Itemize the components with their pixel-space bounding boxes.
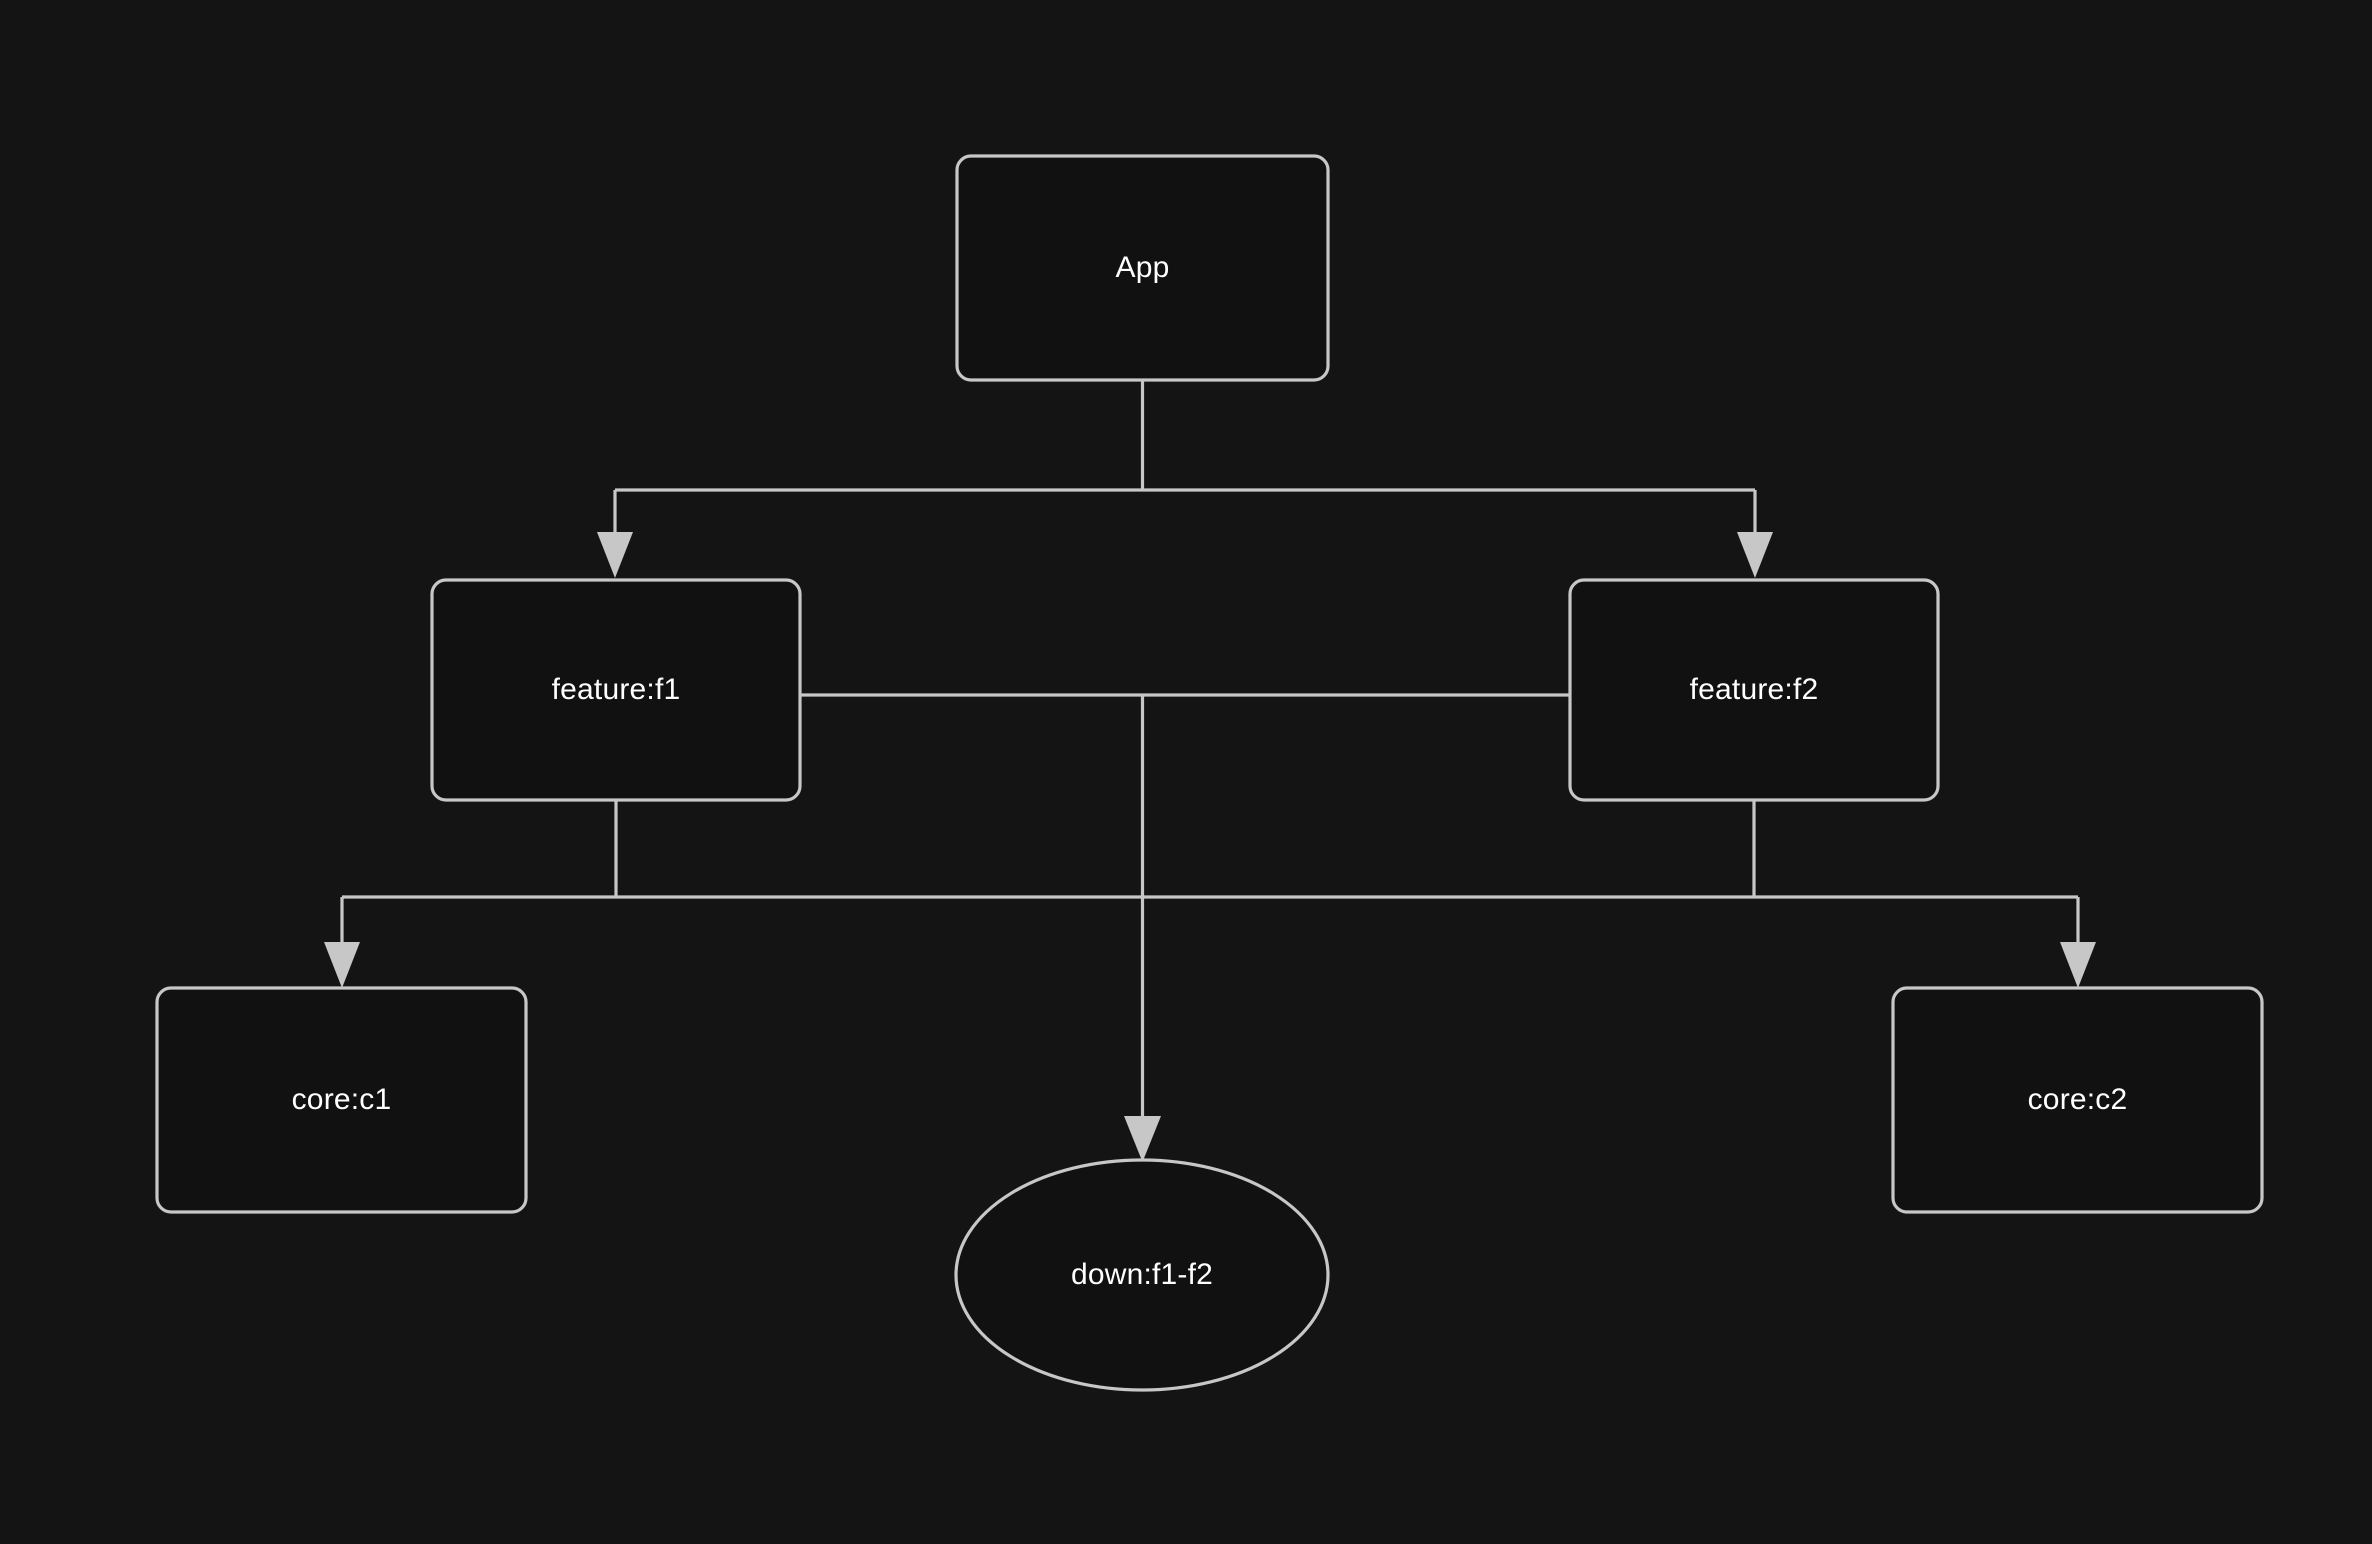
node-core-c2[interactable]: core:c2 xyxy=(1891,986,2264,1214)
node-feature-f2[interactable]: feature:f2 xyxy=(1568,578,1940,802)
node-app[interactable]: App xyxy=(955,154,1330,382)
node-feature-f1-label: feature:f1 xyxy=(552,673,681,706)
node-core-c1[interactable]: core:c1 xyxy=(155,986,528,1214)
node-core-c2-label: core:c2 xyxy=(2028,1083,2128,1116)
node-core-c2-shape[interactable] xyxy=(1891,986,2264,1214)
arrowhead-f2-to-c2 xyxy=(2060,942,2096,988)
node-feature-f1-shape[interactable] xyxy=(430,578,802,802)
arrowhead-app-to-f1 xyxy=(597,532,633,578)
node-app-label: App xyxy=(1116,251,1170,284)
edge-group xyxy=(324,380,2096,1162)
node-down-f1-f2-label: down:f1-f2 xyxy=(1071,1258,1213,1291)
node-core-c1-shape[interactable] xyxy=(155,986,528,1214)
arrowhead-app-to-f2 xyxy=(1737,532,1773,578)
node-group: App feature:f1 feature:f2 core:c1 core:c… xyxy=(155,154,2264,1392)
node-app-shape[interactable] xyxy=(955,154,1330,382)
node-core-c1-label: core:c1 xyxy=(292,1083,392,1116)
node-feature-f2-shape[interactable] xyxy=(1568,578,1940,802)
node-feature-f1[interactable]: feature:f1 xyxy=(430,578,802,802)
arrowhead-f1f2-to-down xyxy=(1124,1116,1161,1162)
node-down-f1-f2[interactable]: down:f1-f2 xyxy=(954,1158,1330,1392)
node-down-f1-f2-shape[interactable] xyxy=(954,1158,1330,1392)
node-feature-f2-label: feature:f2 xyxy=(1690,673,1819,706)
arrowhead-f1-to-c1 xyxy=(324,942,360,988)
